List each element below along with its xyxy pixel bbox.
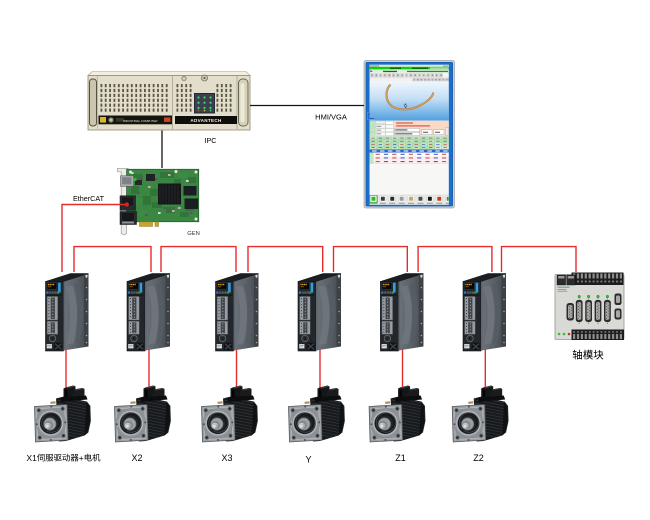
svg-text:ADVANTECH: ADVANTECH [190,118,222,123]
svg-text:Z1: Z1 [395,453,406,463]
svg-text:GEN: GEN [187,231,200,237]
svg-text:+: + [79,453,84,463]
svg-text:Y: Y [305,455,311,465]
svg-text:X2: X2 [131,453,142,463]
svg-text:Z2: Z2 [473,453,484,463]
svg-text:X3: X3 [221,453,232,463]
svg-text:HMI/VGA: HMI/VGA [315,112,347,121]
svg-text:INDUSTRIAL COMPUTER: INDUSTRIAL COMPUTER [123,119,157,123]
svg-text:X1: X1 [27,453,38,463]
svg-text:IPC: IPC [205,136,217,145]
svg-text:EtherCAT: EtherCAT [73,194,105,203]
